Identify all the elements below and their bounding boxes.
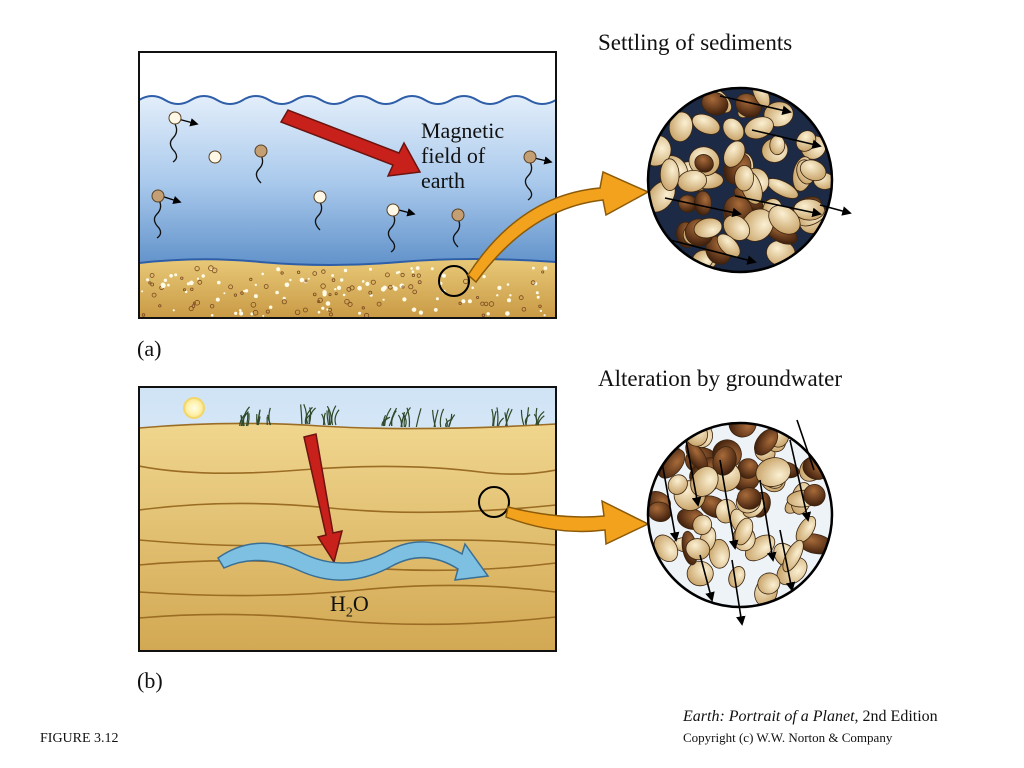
field-arrow-b — [303, 433, 344, 564]
panel-b-title: Alteration by groundwater — [598, 366, 842, 391]
book-credit: Earth: Portrait of a Planet, 2nd Edition — [683, 708, 938, 726]
book-title: Earth: Portrait of a Planet — [683, 708, 855, 725]
book-edition: , 2nd Edition — [854, 708, 938, 725]
panel-a-frame — [138, 51, 557, 319]
magnifier-circle-b — [478, 486, 510, 518]
transfer-arrow-b — [505, 499, 650, 546]
panel-a-title: Settling of sediments — [598, 30, 793, 55]
panel-a-water-scene — [139, 52, 556, 318]
copyright-line: Copyright (c) W.W. Norton & Company — [683, 730, 893, 745]
closeup-b-altered-grains — [646, 419, 834, 626]
water-label: H2O — [330, 591, 369, 621]
closeup-a-magnetization-arrows — [664, 95, 822, 265]
panel-a-label: (a) — [137, 336, 162, 361]
magnifier-circle-a — [438, 265, 470, 297]
magnetic-field-arrow — [279, 109, 422, 177]
magnetic-field-annotation: Magnetic field of earth — [421, 118, 504, 193]
closeup-a-sediment-grains — [646, 86, 852, 274]
sediment-speckles — [141, 265, 548, 318]
annotation-line: Magnetic — [421, 118, 505, 143]
water-label-subscript: 2 — [345, 605, 353, 621]
grass-tufts — [239, 404, 545, 428]
sinking-grains — [153, 123, 533, 253]
water-label-o: O — [352, 591, 369, 616]
seafloor-sediment — [139, 259, 556, 318]
figure-number: FIGURE 3.12 — [40, 731, 119, 746]
panel-b-land-scene — [139, 387, 556, 651]
annotation-line: field of — [421, 143, 486, 168]
grains — [151, 111, 537, 222]
annotation-line: earth — [421, 168, 465, 193]
groundwater-flow-arrow — [216, 541, 490, 581]
water-label-h: H — [330, 591, 346, 616]
panel-b-label: (b) — [137, 668, 163, 693]
sun-icon — [183, 397, 205, 419]
